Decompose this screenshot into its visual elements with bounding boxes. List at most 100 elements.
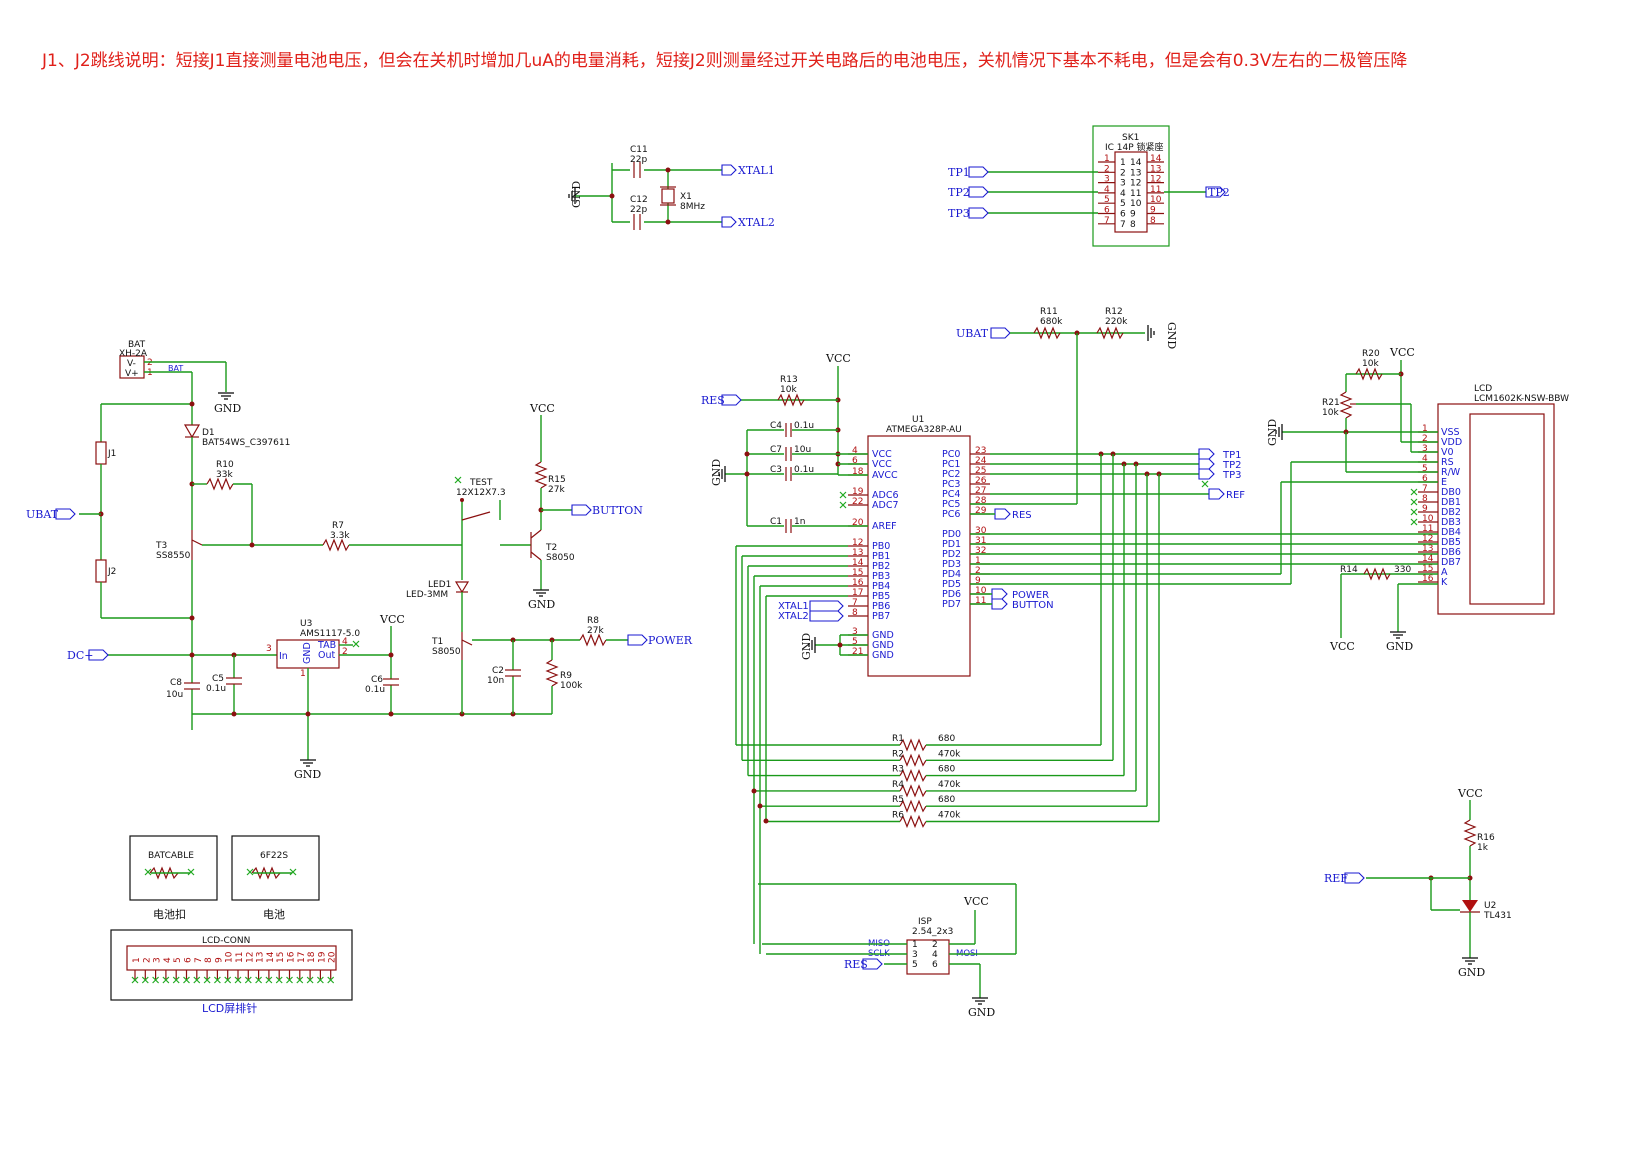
- u1-right-pin-num: 10: [975, 586, 987, 596]
- c5-val: 0.1u: [206, 684, 226, 694]
- lcd-conn-pin-num: 9: [214, 957, 224, 963]
- sk1-pin-outer-left: 2: [1104, 164, 1110, 174]
- sk1-pin-inner-left: 4: [1120, 189, 1126, 199]
- batcable-box: BATCABLE 电池扣: [129, 835, 218, 921]
- c3-val: 0.1u: [794, 465, 814, 475]
- u1-right-pin-name: PD7: [942, 599, 961, 610]
- u1-left-pin-num: 17: [852, 588, 863, 598]
- r8-val: 27k: [587, 626, 604, 636]
- lcd-pin-num: 4: [1422, 454, 1428, 464]
- lcd-pin-name: DB0: [1441, 487, 1461, 498]
- u1-part: ATMEGA328P-AU: [886, 425, 962, 435]
- sk1-pin-inner-left: 1: [1120, 158, 1126, 168]
- pc4-ref-label: REF: [1226, 490, 1245, 501]
- u1-right-pin-num: 26: [975, 476, 987, 486]
- isp-val: 2.54_2x3: [912, 927, 953, 937]
- lcd-pin-name: DB6: [1441, 547, 1461, 558]
- test-resistor-ref: R3: [892, 765, 904, 775]
- pb6-xtal1-label: XTAL1: [778, 601, 809, 612]
- u1-right-pin-name: PD1: [942, 539, 961, 550]
- r15-vcc-label: VCC: [529, 402, 555, 415]
- u1-right-pin-num: 32: [975, 546, 986, 556]
- lcd-pin-num: 9: [1422, 504, 1428, 514]
- lcd-gnd-left-label: GND: [1266, 419, 1279, 446]
- test-val: 12X12X7.3: [456, 488, 506, 498]
- c4-val: 0.1u: [794, 421, 814, 431]
- u1-right-pin-name: PD0: [942, 529, 961, 540]
- r16-vcc-label: VCC: [1457, 787, 1483, 800]
- t2-gnd-label: GND: [528, 598, 555, 611]
- xtal-gnd-label: GND: [570, 181, 583, 208]
- c2-ref: C2: [492, 666, 504, 676]
- u3-pin3: 3: [266, 644, 272, 654]
- sk1-pin-outer-left: 6: [1104, 206, 1110, 216]
- test-resistor-ref: R2: [892, 749, 904, 759]
- r7-val: 3.3k: [330, 531, 350, 541]
- lcd-conn-pin-num: 11: [235, 952, 245, 963]
- lcd-part: LCM1602K-NSW-BBW: [1474, 394, 1569, 404]
- u1-left-pin-num: 14: [852, 558, 864, 568]
- u1-right-pin-name: PC3: [942, 479, 960, 490]
- sk-tp1-label: TP1: [948, 166, 970, 179]
- u1-right-pin-num: 11: [975, 596, 986, 606]
- sk-tp2-label: TP2: [948, 186, 970, 199]
- u1-right-pin-num: 29: [975, 506, 987, 516]
- sk1-pin-inner-right: 12: [1130, 179, 1141, 189]
- u3-gnd-label: GND: [294, 768, 321, 781]
- r21-val: 10k: [1322, 408, 1339, 418]
- u3-gnd: GND: [302, 642, 313, 664]
- sk1-pin-outer-left: 1: [1104, 154, 1110, 164]
- lcd-conn-pin-num: 16: [287, 951, 297, 963]
- lcd-conn-pin-num: 17: [297, 952, 307, 963]
- c4-ref: C4: [770, 421, 782, 431]
- xtal1-label: XTAL1: [738, 164, 775, 177]
- lcd-pin-name: VDD: [1441, 437, 1462, 448]
- lcd-pin-name: E: [1441, 477, 1447, 488]
- u1-left-pin-name: GND: [872, 640, 894, 651]
- u1-gnd-left-label: GND: [710, 459, 723, 486]
- div-ubat-label: UBAT: [956, 327, 989, 340]
- pb7-xtal2-label: XTAL2: [778, 611, 809, 622]
- sk1-pin-outer-left: 4: [1104, 185, 1110, 195]
- u3-pin2: 2: [342, 647, 348, 657]
- c8-ref: C8: [170, 678, 182, 688]
- u1-right-pin-name: PD4: [942, 569, 961, 580]
- bat-part: XH-2A: [119, 349, 148, 359]
- c11-val: 22p: [630, 155, 647, 165]
- sk1-pin-inner-right: 8: [1130, 220, 1136, 230]
- r12-val: 220k: [1105, 317, 1128, 327]
- d1-ref: D1: [202, 428, 215, 438]
- tl431-ref-label: REF: [1324, 872, 1348, 885]
- pc6-res-label: RES: [1012, 510, 1032, 521]
- lcd-pin-num: 7: [1422, 484, 1428, 494]
- lcd-pin-name: R/W: [1441, 467, 1461, 478]
- r14-vcc-label: VCC: [1329, 640, 1355, 653]
- c11-ref: C11: [630, 145, 648, 155]
- r10-val: 33k: [216, 470, 233, 480]
- isp-vcc-label: VCC: [963, 895, 989, 908]
- sk1-pin-inner-right: 10: [1130, 199, 1142, 209]
- sk1-pin-outer-right: 8: [1150, 216, 1156, 226]
- r20-vcc-label: VCC: [1389, 346, 1415, 359]
- u1-right-pin-name: PD5: [942, 579, 961, 590]
- isp-pin-num: 2: [932, 940, 938, 950]
- u1-right-pin-num: 27: [975, 486, 986, 496]
- isp-pin-num: 6: [932, 960, 938, 970]
- r15-ref: R15: [548, 475, 566, 485]
- isp-ref: ISP: [918, 917, 932, 927]
- sk1-pin-outer-right: 9: [1150, 206, 1156, 216]
- lcd-pin-num: 11: [1422, 524, 1433, 534]
- bat-vneg: V-: [127, 359, 136, 369]
- c7-val: 10u: [794, 445, 811, 455]
- u2-val: TL431: [1483, 911, 1512, 921]
- ubat-left-label: UBAT: [26, 508, 59, 521]
- lcd-pin-num: 16: [1422, 574, 1434, 584]
- c3-ref: C3: [770, 465, 782, 475]
- xtal-section: GND C11 22p C12 22p X1 8MHz XTAL1 XTAL2: [568, 145, 775, 230]
- lcd-pin-name: K: [1441, 577, 1448, 588]
- u1-left-pin-num: 12: [852, 538, 863, 548]
- sk1-pin-inner-left: 7: [1120, 220, 1126, 230]
- u3-tab: TAB: [317, 640, 336, 651]
